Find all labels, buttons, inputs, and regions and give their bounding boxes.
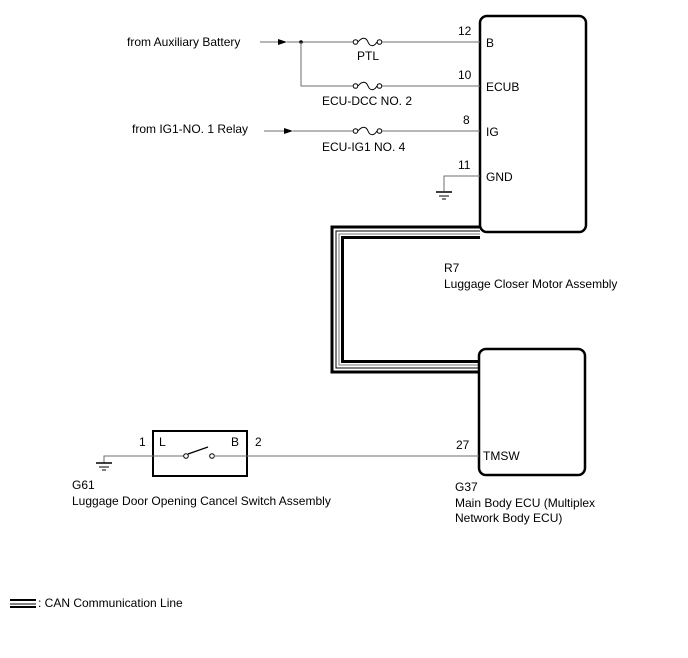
fuse-ptl-label: PTL: [357, 49, 379, 63]
ground-icon: [436, 191, 452, 200]
g61-pin-name: B: [231, 435, 239, 449]
r7-pin-number: 11: [458, 158, 471, 172]
r7-component-box: [478, 14, 588, 234]
ground-icon: [96, 455, 153, 471]
g61-pin-name: L: [159, 435, 166, 449]
g61-pin-number: 1: [139, 435, 146, 449]
g37-pin-name: TMSW: [483, 449, 520, 463]
fuse-icon: [352, 81, 383, 91]
g37-component-code: G37: [455, 480, 478, 494]
fuse-icon: [352, 126, 383, 136]
fuse-ecu-dcc-no2-label: ECU-DCC NO. 2: [322, 94, 412, 108]
r7-pin-name: IG: [486, 125, 499, 139]
arrow-icon: [264, 128, 293, 134]
r7-pin-number: 10: [458, 68, 472, 82]
source-ig1-relay-label: from IG1-NO. 1 Relay: [132, 122, 248, 136]
g37-component-box: [477, 347, 587, 477]
g61-component-box: [152, 430, 248, 477]
g61-component-name: Luggage Door Opening Cancel Switch Assem…: [72, 494, 331, 508]
g37-pin-number: 27: [456, 438, 470, 452]
r7-pin-number: 8: [463, 113, 470, 127]
fuse-icon: [352, 37, 383, 47]
source-aux-battery-label: from Auxiliary Battery: [127, 35, 240, 49]
r7-component-name: Luggage Closer Motor Assembly: [444, 277, 617, 291]
r7-pin-name: GND: [486, 170, 513, 184]
fuse-ecu-ig1-no4-label: ECU-IG1 NO. 4: [322, 140, 406, 154]
g37-component-name-line2: Network Body ECU): [455, 511, 562, 525]
r7-component-code: R7: [444, 261, 460, 275]
can-line-legend-icon: [10, 599, 36, 608]
can-bus-line: [330, 225, 480, 374]
can-line-legend-label: : CAN Communication Line: [38, 596, 183, 610]
r7-pin-name: B: [486, 36, 494, 50]
g37-component-name-line1: Main Body ECU (Multiplex: [455, 496, 595, 510]
r7-pin-name: ECUB: [486, 80, 519, 94]
g61-pin-number: 2: [255, 435, 262, 449]
r7-pin-number: 12: [458, 24, 472, 38]
switch-icon: [153, 446, 247, 459]
arrow-icon: [260, 39, 287, 45]
g61-component-code: G61: [72, 478, 95, 492]
